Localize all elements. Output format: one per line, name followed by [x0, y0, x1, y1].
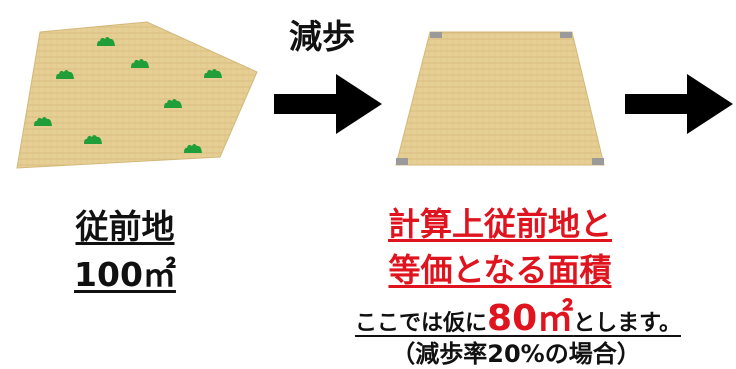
- grass-tuft-icon: [131, 59, 149, 68]
- original-land-title: 従前地: [75, 207, 175, 246]
- reduction-rate-note: （減歩率20%の場合）: [391, 340, 641, 368]
- assumption-note-suffix: とします。: [573, 311, 681, 336]
- corner-stake-icon: [396, 158, 408, 165]
- grass-tuft-icon: [97, 37, 115, 46]
- assumption-note-prefix: ここでは仮に: [355, 311, 488, 336]
- grass-tuft-icon: [204, 69, 222, 78]
- assumption-note: ここでは仮に80㎡とします。: [300, 289, 736, 341]
- grass-tuft-icon: [34, 117, 52, 126]
- right-arrow-icon: [625, 74, 733, 134]
- equivalent-area-heading-line1: 計算上従前地と: [387, 205, 612, 243]
- grass-tuft-icon: [84, 135, 102, 144]
- corner-stake-icon: [560, 32, 572, 38]
- grass-tuft-icon: [164, 99, 182, 108]
- adjusted-land-shape: [395, 31, 605, 166]
- assumption-note-value: 80㎡: [487, 298, 574, 339]
- corner-stake-icon: [430, 32, 442, 38]
- corner-stake-icon: [592, 158, 604, 165]
- grass-tuft-icon: [56, 70, 74, 79]
- grass-tuft-icon: [184, 144, 202, 153]
- right-arrow-icon: [274, 74, 382, 134]
- step-label: 減歩: [289, 17, 355, 56]
- original-land-shape: [16, 21, 258, 169]
- equivalent-area-heading-line2: 等価となる面積: [388, 251, 612, 289]
- original-land-area: 100㎡: [74, 255, 176, 294]
